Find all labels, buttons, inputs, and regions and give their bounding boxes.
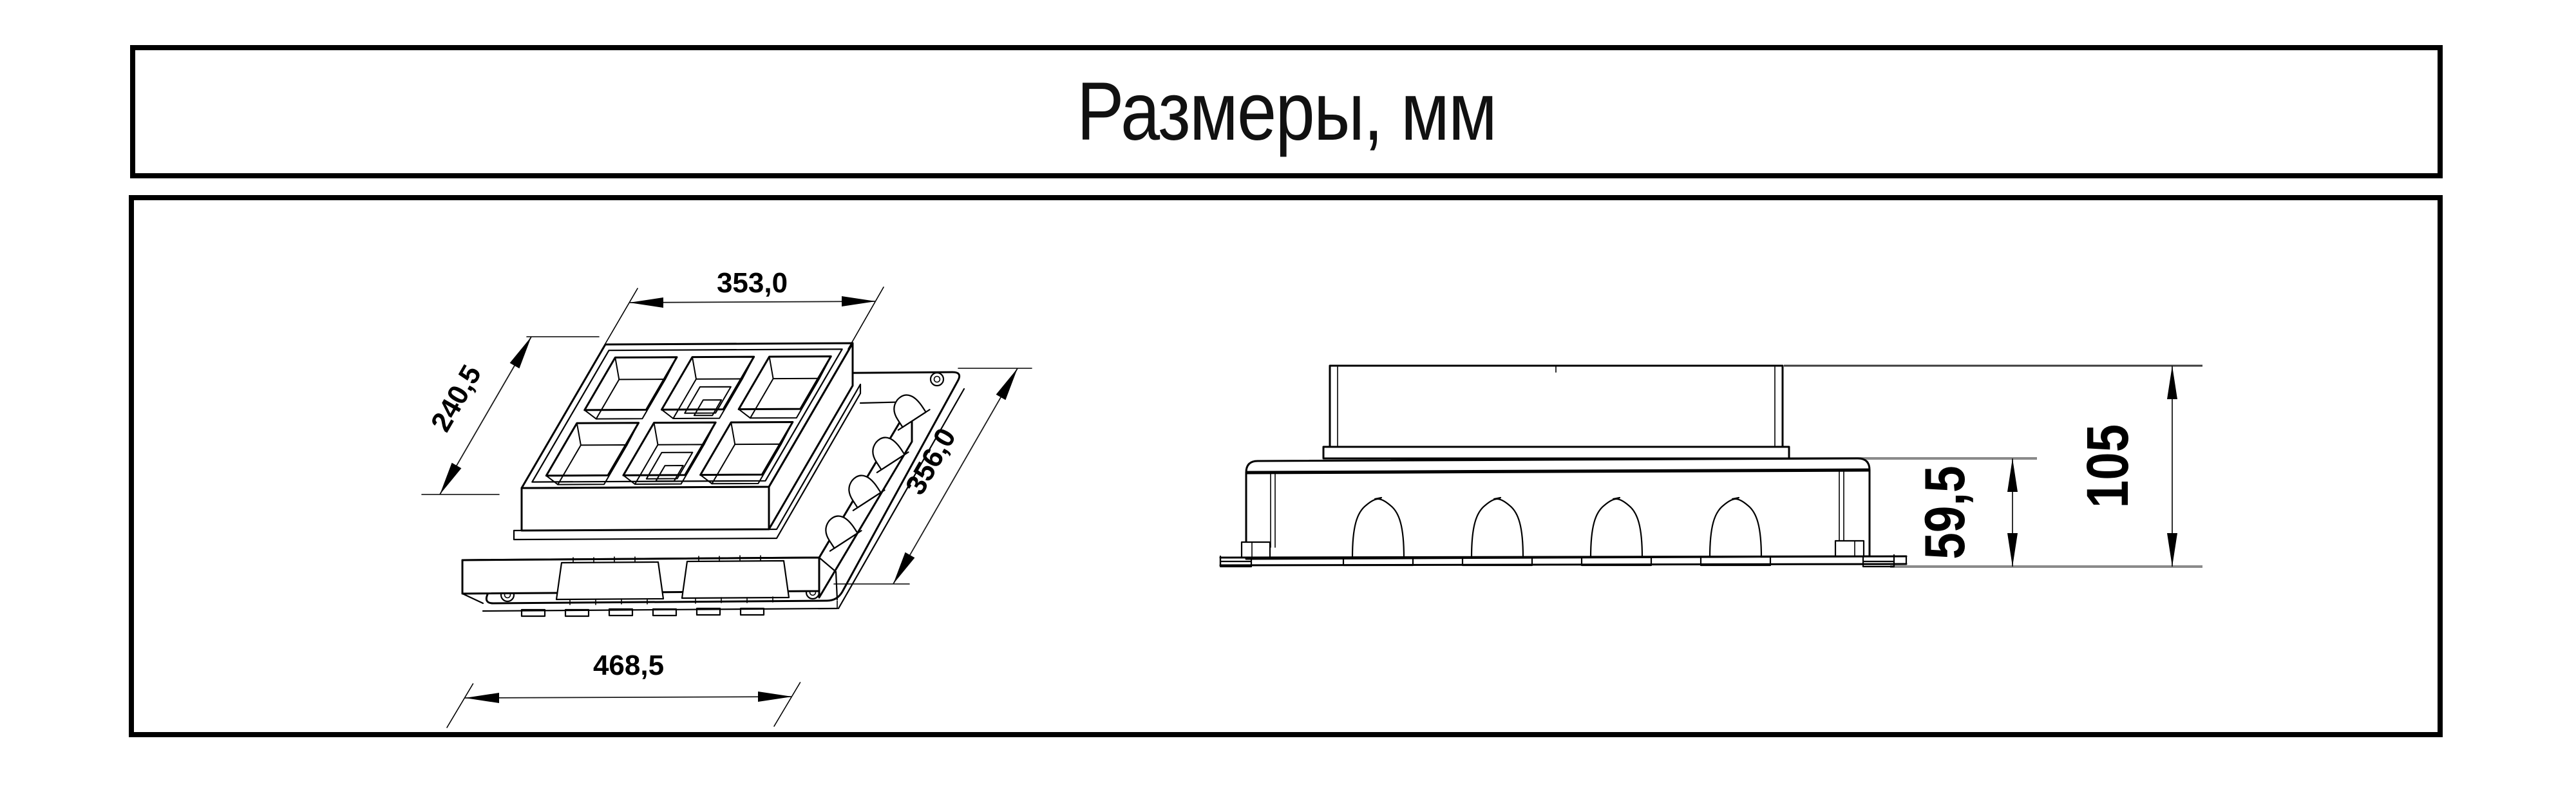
side-clip <box>848 475 886 511</box>
dim-body-height: 59,5 <box>1913 466 1976 560</box>
dim-left-depth: 240,5 <box>425 360 488 437</box>
dim-bottom-width: 468,5 <box>593 650 664 681</box>
screw-hole <box>929 371 945 387</box>
connector-cover <box>555 556 665 605</box>
side-clip <box>872 437 909 473</box>
lid-cutouts <box>545 355 832 485</box>
side-clip <box>893 394 931 431</box>
dim-top-width: 353,0 <box>717 267 788 299</box>
connector-cover <box>681 555 790 604</box>
flange-profile <box>1219 554 1908 568</box>
body-profile <box>1240 457 1871 560</box>
page-title: Размеры, мм <box>1076 66 1497 158</box>
drawing-panel <box>129 195 2443 737</box>
isometric-view: 353,0 240,5 356,0 468,5 <box>421 267 1032 728</box>
lid-block <box>513 342 862 541</box>
side-clip <box>825 515 862 552</box>
side-dimensions: 59,5 105 <box>1913 366 2177 567</box>
side-view: 59,5 105 <box>1219 364 2202 568</box>
knockout-arches <box>1342 496 1772 567</box>
dim-total-height: 105 <box>2075 424 2141 508</box>
lid-profile <box>1322 364 1790 460</box>
title-box: Размеры, мм <box>130 45 2443 178</box>
